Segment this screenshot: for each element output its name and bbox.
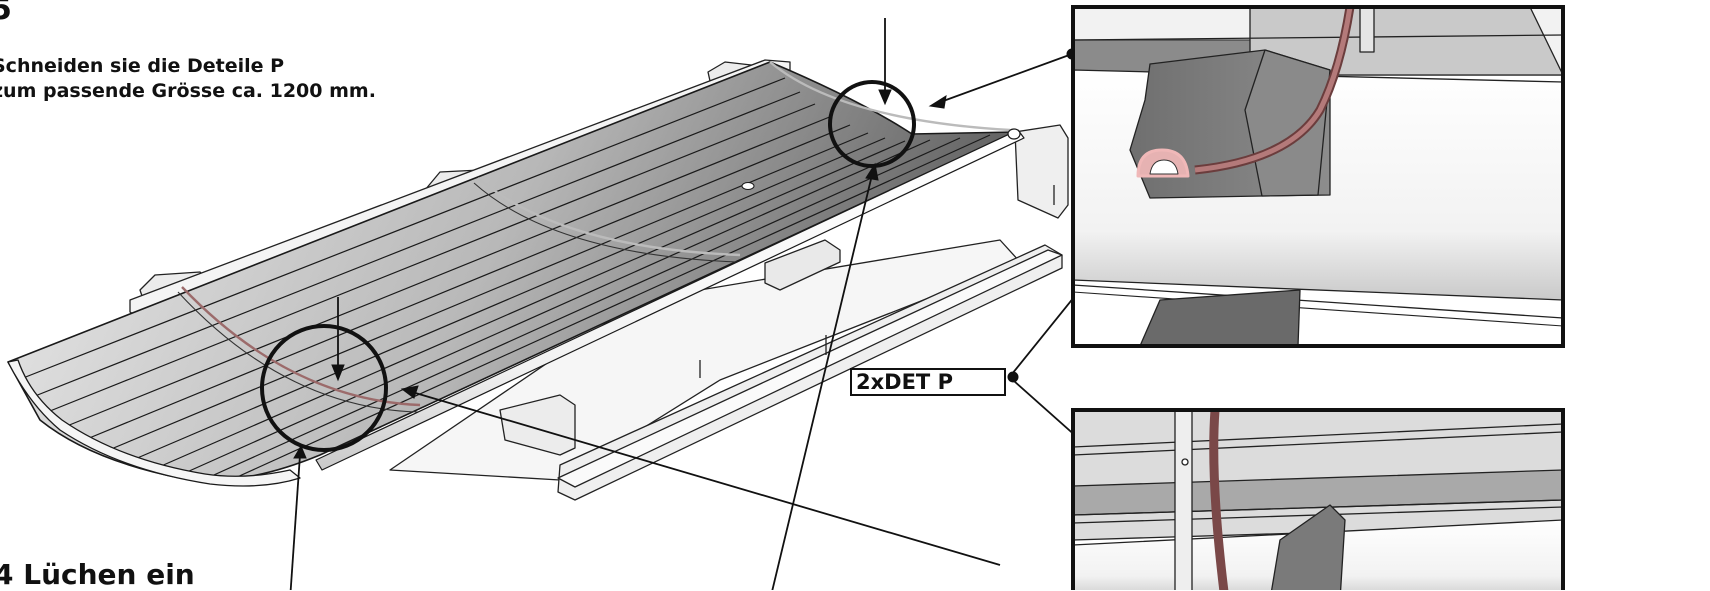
- inset-block-bottom: [1271, 504, 1346, 590]
- detail-label: 2xDET P: [856, 370, 953, 394]
- rib-seal-1: [181, 286, 421, 407]
- rib-seal-3: [769, 61, 1011, 132]
- frame-rail-front-top: [557, 249, 1063, 488]
- arrow-down-icon: [331, 364, 345, 382]
- detail-circle-front: [260, 324, 388, 452]
- bottom-label: 4 Lüchen ein: [0, 558, 195, 591]
- front-pipe: [315, 129, 1025, 471]
- board-edge: [7, 359, 301, 487]
- rib-seal-1-edge: [177, 291, 419, 413]
- crossbar-end-front: [499, 394, 576, 456]
- arrow-up-icon: [293, 444, 307, 459]
- pipe-end-cap: [1007, 128, 1021, 140]
- rib-seal-2: [477, 177, 741, 257]
- arrow-head-icon: [400, 385, 419, 399]
- leader-dot: [1007, 371, 1019, 383]
- detail-label-box: [850, 368, 1006, 396]
- screw-hole: [741, 182, 755, 190]
- crossbar-back: [764, 239, 841, 291]
- detail-circle-top: [828, 80, 916, 168]
- step-number: 5: [0, 0, 12, 27]
- rib-seal-2-edge: [473, 182, 739, 263]
- inset-seal-strip-bottom: [1209, 410, 1229, 590]
- arrow-up-icon: [865, 162, 879, 181]
- arrow-down-icon: [878, 89, 892, 106]
- detail-inset-bottom: [1071, 408, 1565, 590]
- board-bed: [7, 61, 1025, 487]
- detail-inset-top: [1071, 5, 1565, 348]
- crossbar-end-right: [1014, 124, 1069, 219]
- arrow-head-icon: [928, 94, 947, 109]
- base-frame: [389, 124, 1069, 501]
- instruction-line-2: zum passende Grösse ca. 1200 mm.: [0, 80, 376, 102]
- inset-lower-block: [1139, 289, 1301, 346]
- slat-lines: [17, 77, 991, 480]
- instruction-line-1: Schneiden sie die Deteile P: [0, 55, 285, 77]
